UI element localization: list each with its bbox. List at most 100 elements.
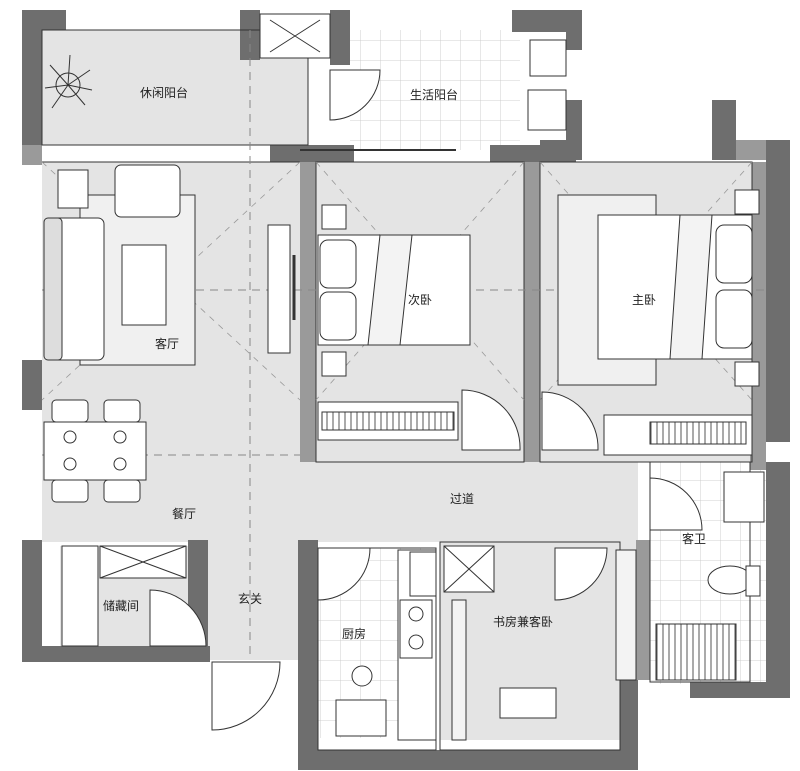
nightstand — [734, 361, 760, 387]
chair — [51, 399, 89, 423]
wall — [490, 145, 540, 162]
laundry-sink — [529, 39, 567, 77]
window-cross — [269, 19, 321, 53]
wall — [22, 360, 42, 410]
master-bedroom-furniture — [557, 189, 760, 456]
wall — [300, 162, 316, 462]
door-arc — [149, 589, 207, 647]
second-bedroom-furniture — [317, 204, 471, 441]
wall — [298, 750, 638, 770]
plant-icon — [44, 54, 93, 109]
basin — [723, 471, 765, 523]
walls — [22, 10, 790, 770]
label-study-guest-room: 书房兼客卧 — [493, 614, 553, 629]
shelf-cross — [99, 545, 187, 579]
label-storage-room: 储藏间 — [103, 598, 139, 613]
chair — [103, 479, 141, 503]
wardrobe-hangers — [649, 421, 747, 445]
dining-table — [43, 421, 147, 481]
wall — [566, 10, 582, 50]
label-dining-room: 餐厅 — [172, 506, 196, 521]
pillow — [715, 289, 753, 349]
door-arc — [329, 69, 381, 121]
chef-figure — [351, 665, 373, 687]
bathtub-radiator — [655, 623, 737, 681]
wall — [512, 10, 582, 32]
plate — [63, 430, 77, 444]
wall — [330, 10, 350, 65]
wall — [22, 10, 42, 145]
armchair — [114, 164, 181, 218]
burner-icon — [408, 606, 424, 622]
door-arc — [317, 547, 371, 601]
washer — [527, 89, 567, 131]
door-arc — [554, 547, 608, 601]
storage-fixtures — [61, 545, 187, 647]
coffee-table — [121, 244, 167, 326]
plate — [113, 430, 127, 444]
wall — [620, 680, 638, 770]
entrance-floor — [208, 540, 300, 660]
blanket-fold — [669, 214, 713, 360]
plate — [113, 457, 127, 471]
door-arc — [461, 389, 521, 451]
bathroom-fixtures — [655, 471, 765, 681]
door-arc — [541, 391, 599, 451]
chair — [103, 399, 141, 423]
label-kitchen: 厨房 — [342, 626, 366, 641]
nightstand — [321, 204, 347, 230]
burner-icon — [408, 634, 424, 650]
study-furniture — [443, 545, 637, 741]
wall — [690, 682, 790, 698]
side-table — [57, 169, 89, 209]
desk — [499, 687, 557, 719]
wardrobe-hangers — [321, 411, 455, 431]
pillow — [319, 291, 357, 341]
wall — [22, 646, 210, 662]
pillow — [319, 239, 357, 289]
wall — [298, 540, 318, 770]
room-labels: 休闲阳台 生活阳台 客厅 次卧 主卧 餐厅 过道 客卫 储藏间 玄关 厨房 书房… — [103, 85, 706, 641]
label-living-room: 客厅 — [155, 336, 179, 351]
toilet — [707, 565, 753, 595]
fridge — [409, 551, 437, 597]
door-arc — [211, 661, 281, 731]
wall — [270, 145, 354, 162]
shelf — [451, 599, 467, 741]
service-balcony-tiles — [350, 30, 520, 150]
pillow — [715, 224, 753, 284]
nightstand — [734, 189, 760, 215]
shower-cross — [443, 545, 495, 593]
wall — [766, 140, 790, 442]
plate — [63, 457, 77, 471]
chair — [51, 479, 89, 503]
wall — [22, 145, 42, 165]
blanket-fold — [367, 234, 413, 346]
sink — [335, 699, 387, 737]
doors — [149, 69, 703, 731]
balcony-fixtures — [259, 13, 567, 131]
outline — [315, 161, 525, 463]
plant-leaves — [44, 54, 93, 109]
label-service-balcony: 生活阳台 — [410, 87, 458, 102]
door-arc — [649, 477, 703, 531]
diagonal — [41, 161, 301, 401]
wall — [750, 440, 766, 470]
label-master-bedroom: 主卧 — [632, 293, 656, 307]
wall — [766, 462, 790, 682]
label-guest-bathroom: 客卫 — [682, 531, 706, 546]
plant-pot — [55, 72, 81, 98]
wall — [712, 100, 736, 160]
label-leisure-balcony: 休闲阳台 — [140, 85, 188, 100]
cabinet — [615, 549, 637, 681]
wall — [524, 162, 540, 462]
toilet-tank — [745, 565, 761, 597]
wall — [22, 540, 42, 650]
sofa-back — [43, 217, 63, 361]
tv-cabinet — [267, 224, 291, 354]
dining-set — [43, 399, 147, 503]
corridor-floor — [300, 460, 638, 542]
label-entrance: 玄关 — [238, 591, 262, 606]
kitchen-fixtures — [335, 549, 437, 741]
